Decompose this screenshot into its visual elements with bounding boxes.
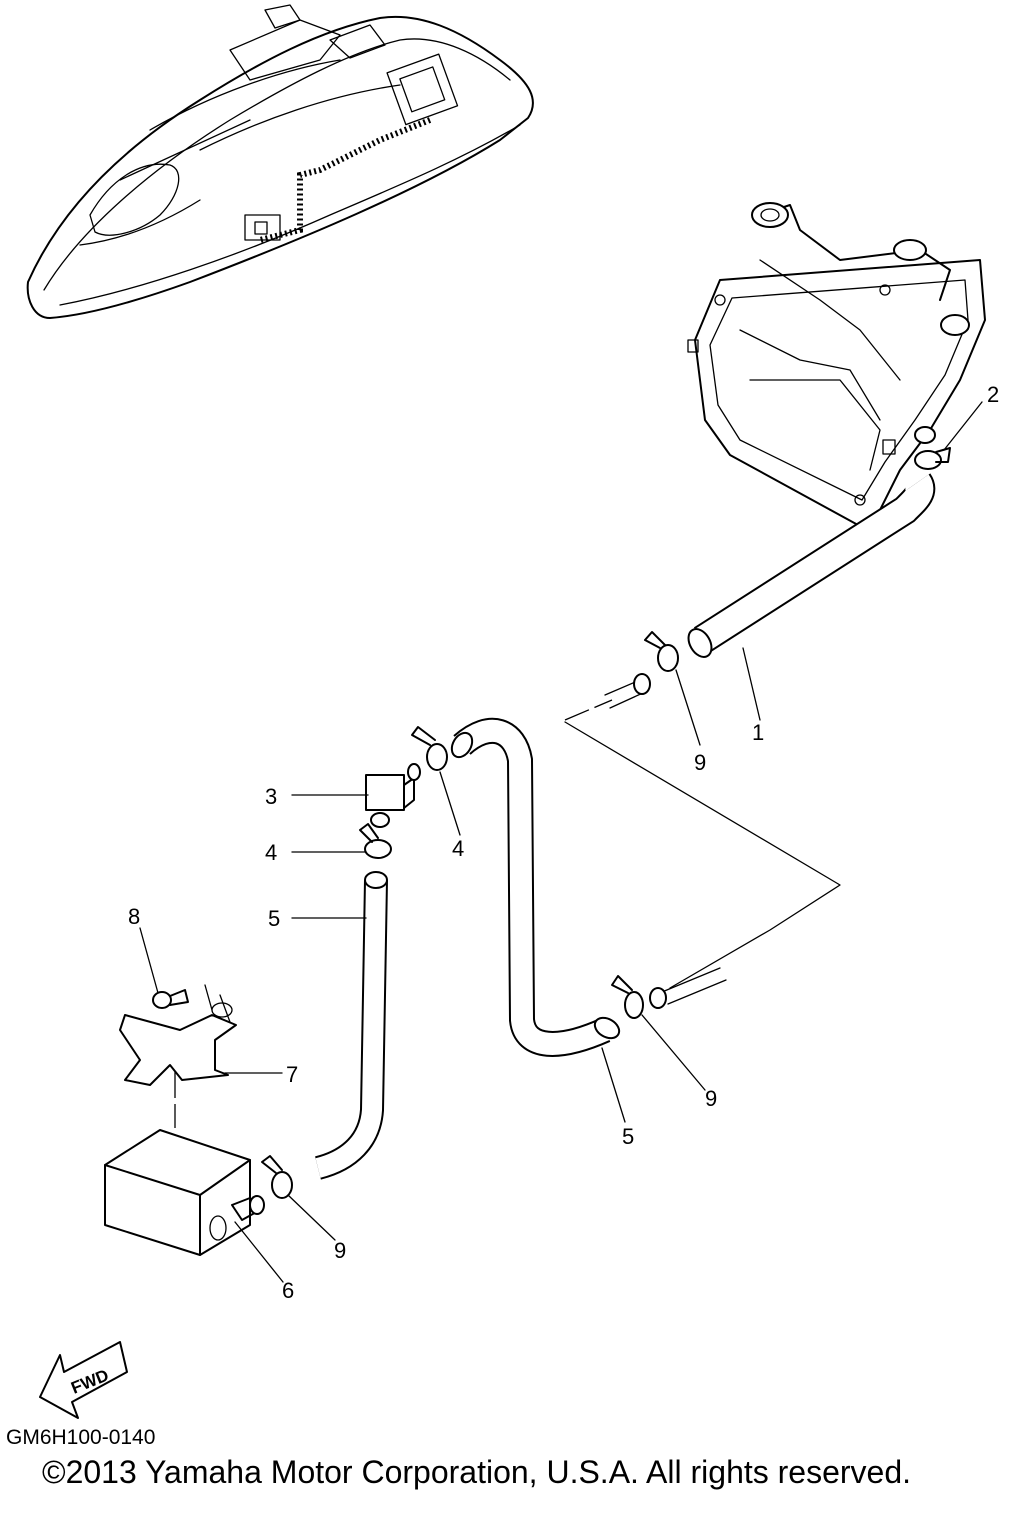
callout-11: 5: [622, 1124, 634, 1149]
hose-clamp-4-left: [359, 823, 392, 859]
canister-6: [104, 1129, 265, 1256]
copyright-notice: ©2013 Yamaha Motor Corporation, U.S.A. A…: [42, 1454, 912, 1490]
bracket-7: [119, 984, 237, 1086]
valve-3: [365, 763, 421, 828]
hose-1: [687, 473, 936, 658]
callout-3: 9: [694, 750, 706, 775]
hose-clamp-9-lower-right: [611, 975, 644, 1019]
assembly-line: [564, 721, 841, 989]
hose-clamp-2: [914, 447, 951, 470]
hose-5-right: [450, 717, 621, 1057]
callout-7: 5: [268, 906, 280, 931]
callout-10: 9: [705, 1086, 717, 1111]
fitting-lower: [649, 967, 727, 1009]
fwd-arrow-icon: FWD: [39, 1341, 128, 1419]
callout-9: 7: [286, 1062, 298, 1087]
diagram-code: GM6H100-0140: [6, 1426, 156, 1449]
hose-clamp-9-lower-left: [261, 1155, 293, 1199]
callout-5: 4: [265, 840, 277, 865]
leader-lines: [139, 401, 983, 1283]
callout-8: 8: [128, 904, 140, 929]
jet-pump-housing: [687, 202, 986, 526]
leader-dashed: [564, 699, 613, 721]
callout-2: 1: [752, 720, 764, 745]
watercraft-overview: [26, 4, 534, 319]
hose-clamp-9-upper: [644, 631, 679, 672]
hose-clamp-4-right: [411, 726, 448, 771]
hose-5-left: [314, 871, 388, 1180]
callout-4: 3: [265, 784, 277, 809]
callout-13: 6: [282, 1278, 294, 1303]
screw-8: [152, 989, 189, 1009]
callout-6: 4: [452, 836, 464, 861]
callout-12: 9: [334, 1238, 346, 1263]
callout-1: 2: [987, 382, 999, 407]
fitting-upper: [604, 673, 651, 709]
